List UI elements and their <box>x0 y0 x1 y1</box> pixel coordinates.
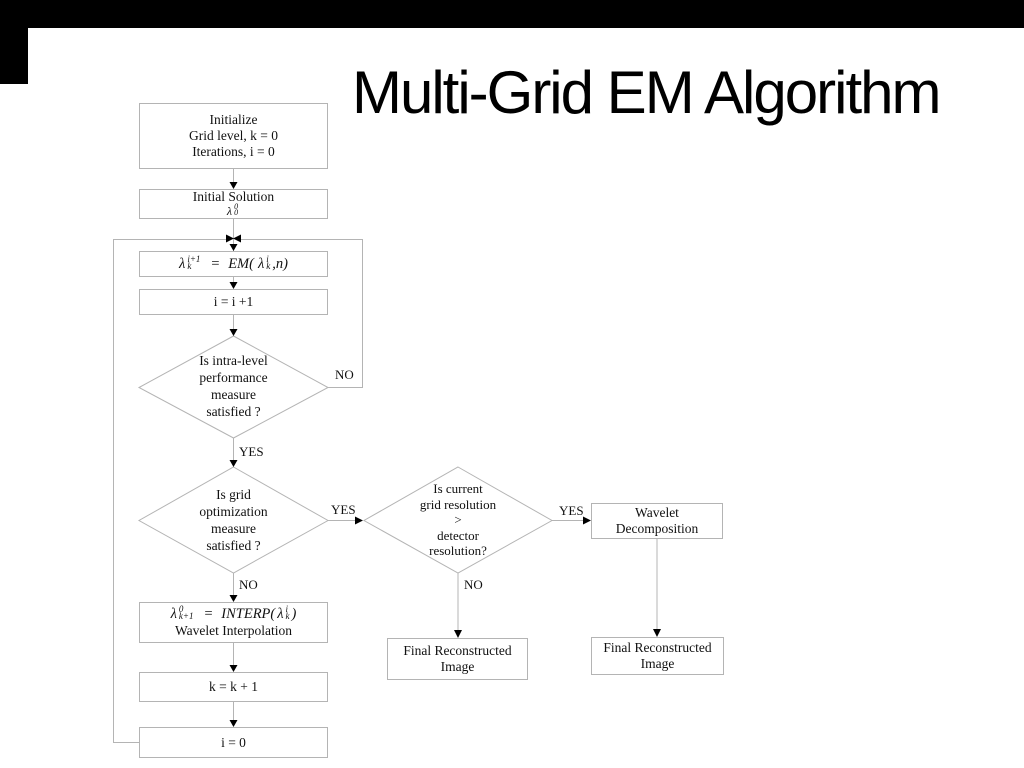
supsub: i+1 k <box>187 253 201 271</box>
arrowhead-right-icon <box>226 234 234 243</box>
arrowhead-left-icon <box>233 234 241 243</box>
superscript: i <box>285 603 289 614</box>
subscript: k <box>266 261 271 271</box>
arrowhead-down-icon <box>229 244 238 251</box>
decision-line: performance <box>199 370 268 385</box>
node-increment-i-label: i = i +1 <box>213 294 254 309</box>
node-line: Image <box>440 659 475 674</box>
arrowhead-down-icon <box>454 630 462 638</box>
edge-label-d2-no: NO <box>239 577 258 592</box>
node-wavelet-decomposition: Wavelet Decomposition <box>591 503 723 539</box>
arrowhead-down-icon <box>653 629 661 637</box>
edge-label-d1-yes: YES <box>239 444 264 459</box>
node-wavelet-interpolation: λ 0 k+1 = INTERP( λ i k ) Wavelet Interp… <box>139 602 328 643</box>
intra-level-decision-text: Is intra-level performance measure satis… <box>153 352 314 420</box>
slide-title: Multi-Grid EM Algorithm <box>352 59 941 126</box>
node-initial-solution-label: Initial Solution <box>192 188 275 204</box>
decision-line: detector <box>437 527 479 543</box>
supsub: 0 k+1 <box>178 603 194 621</box>
node-final-image-left: Final Reconstructed Image <box>387 638 528 680</box>
decision-line: measure <box>211 387 256 402</box>
node-line: Final Reconstructed <box>403 643 512 658</box>
superscript: i+1 <box>187 253 201 264</box>
lambda-symbol: λ <box>277 605 284 622</box>
edge-label-d3-no: NO <box>464 577 483 592</box>
decision-line: optimization <box>199 504 268 519</box>
node-line: Wavelet <box>635 505 679 520</box>
edge-label-d2-yes: YES <box>331 502 356 517</box>
arrowhead-down-icon <box>229 329 238 336</box>
node-line: Image <box>640 656 675 671</box>
lambda-symbol: λ <box>226 203 233 218</box>
grid-optimization-decision-diamond <box>137 466 330 574</box>
decision-line: Is intra-level <box>199 353 268 368</box>
node-em-update: λ i+1 k = EM( λ i k ,n) <box>139 251 328 277</box>
equals-sign: = <box>203 605 214 622</box>
em-function: EM( <box>228 255 254 272</box>
edge-i0-return-loop <box>113 239 226 743</box>
node-initialize: Initialize Grid level, k = 0 Iterations,… <box>139 103 328 169</box>
superscript: 0 <box>234 201 239 211</box>
node-final-image-right: Final Reconstructed Image <box>591 637 724 675</box>
equals-sign: = <box>210 255 221 272</box>
superscript: i <box>266 253 269 264</box>
node-line: Decomposition <box>615 521 699 536</box>
arrowhead-down-icon <box>229 460 238 467</box>
edge-label-d3-yes: YES <box>559 503 584 518</box>
decision-line: measure <box>211 521 256 536</box>
node-initial-solution: Initial Solution λ 0 0 <box>139 189 328 219</box>
node-reset-i-label: i = 0 <box>221 734 246 750</box>
subscript: k+1 <box>178 611 194 621</box>
arrowhead-right-icon <box>355 516 363 525</box>
node-initialize-line: Grid level, k = 0 <box>189 128 278 143</box>
supsub: i k <box>266 253 271 271</box>
lambda-symbol: λ <box>257 255 265 272</box>
initial-solution-formula: λ 0 0 <box>226 201 240 219</box>
node-reset-i: i = 0 <box>139 727 328 758</box>
arrowhead-down-icon <box>229 720 238 727</box>
node-increment-i: i = i +1 <box>139 289 328 315</box>
decision-line: Is grid <box>216 487 251 502</box>
subscript: k <box>285 611 290 621</box>
lambda-symbol: λ <box>179 255 186 272</box>
supsub: 0 0 <box>234 201 239 217</box>
edge-label-d1-no: NO <box>335 367 354 382</box>
em-args: ,n) <box>272 255 288 272</box>
supsub: i k <box>285 603 290 621</box>
edge-d1-no-loop <box>241 239 363 388</box>
screen-edge-bar-top <box>0 0 1024 28</box>
node-initialize-line: Iterations, i = 0 <box>192 144 275 159</box>
arrowhead-down-icon <box>229 182 238 189</box>
node-line: Final Reconstructed <box>603 640 712 655</box>
decision-line: satisfied ? <box>206 404 261 419</box>
arrowhead-down-icon <box>229 665 238 672</box>
superscript: 0 <box>178 603 184 614</box>
grid-optimization-decision-text: Is grid optimization measure satisfied ? <box>153 486 314 554</box>
arrowhead-down-icon <box>229 282 238 289</box>
screen-edge-bar-left <box>0 0 28 84</box>
decision-line: resolution? <box>429 543 487 558</box>
interp-close-paren: ) <box>291 605 297 622</box>
decision-line: > <box>454 512 462 527</box>
grid-resolution-decision-diamond <box>362 466 554 574</box>
interp-caption: Wavelet Interpolation <box>175 622 292 638</box>
decision-line: Is current <box>433 481 483 496</box>
subscript: 0 <box>234 208 239 217</box>
arrowhead-down-icon <box>229 595 238 602</box>
node-increment-k-label: k = k + 1 <box>209 679 258 694</box>
interp-formula: λ 0 k+1 = INTERP( λ i k ) <box>170 603 297 622</box>
decision-line: grid resolution <box>419 496 497 512</box>
grid-resolution-decision-text: Is current grid resolution > detector re… <box>378 481 538 559</box>
node-increment-k: k = k + 1 <box>139 672 328 702</box>
interp-function: INTERP( <box>221 605 276 622</box>
lambda-symbol: λ <box>170 605 177 622</box>
em-update-formula: λ i+1 k = EM( λ i k ,n) <box>179 253 288 272</box>
arrowhead-right-icon <box>583 516 591 525</box>
intra-level-decision-diamond <box>137 335 330 439</box>
node-initialize-line: Initialize <box>209 112 258 127</box>
subscript: k <box>187 261 192 271</box>
decision-line: satisfied ? <box>206 538 261 553</box>
